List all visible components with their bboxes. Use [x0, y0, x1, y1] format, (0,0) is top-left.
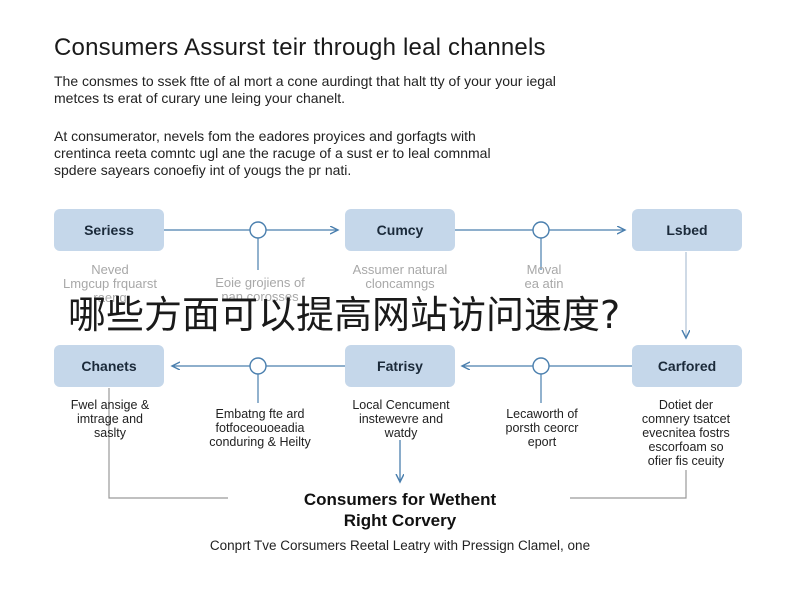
node-bottom-right: Carfored — [632, 345, 742, 387]
result-label: Consumers for Wethent Right Corvery — [230, 489, 570, 531]
junction-bottom-2 — [532, 357, 550, 375]
bracket-right — [570, 470, 687, 499]
description-line: Embatng fte ard — [215, 407, 305, 421]
footer-text: Conprt Tve Corsumers Reetal Leatry with … — [209, 538, 591, 553]
node-top-left: Seriess — [54, 209, 164, 251]
faded-line: ea atin — [524, 276, 564, 291]
detail-line: crentinca reeta comntc ugl ane the racug… — [54, 145, 491, 161]
faded-label-3: Assumer natural cloncamngs — [330, 263, 470, 291]
faded-line: nan corosses — [221, 289, 299, 304]
faded-line: cloncamngs — [365, 276, 435, 291]
detail-line: At consumerator, nevels fom the eadores … — [54, 128, 476, 144]
intro-line: The consmes to ssek ftte of al mort a co… — [54, 73, 556, 89]
description-line: Fwel ansige & — [70, 398, 150, 412]
description-line: fotfoceouoeadia — [215, 421, 305, 435]
faded-line: Eoie grojiens of — [215, 275, 305, 290]
node-top-middle: Cumcy — [345, 209, 455, 251]
description-line: saslty — [94, 426, 126, 440]
description-5: Dotiet der comnery tsatcet evecnitea fos… — [606, 398, 766, 468]
description-line: comnery tsatcet — [641, 412, 731, 426]
intro-line: metces ts erat of curary une leing your … — [54, 90, 346, 106]
junction-top-1 — [249, 221, 267, 239]
description-line: Dotiet der — [658, 398, 714, 412]
faded-line: Moval — [526, 262, 562, 277]
result-line: Consumers for Wethent — [303, 490, 497, 509]
result-line: Right Corvery — [343, 511, 457, 530]
description-1: Fwel ansige & imtrage and saslty — [30, 398, 190, 440]
intro-paragraph: The consmes to ssek ftte of al mort a co… — [54, 73, 754, 107]
overlay-question: 哪些方面可以提高网站访问速度? — [68, 293, 621, 337]
description-2: Embatng fte ard fotfoceouoeadia condurin… — [180, 407, 340, 449]
description-line: eport — [527, 435, 557, 449]
node-top-right: Lsbed — [632, 209, 742, 251]
node-bottom-left: Chanets — [54, 345, 164, 387]
bracket-left — [108, 388, 228, 499]
faded-line: Neved — [91, 262, 129, 277]
detail-paragraph: At consumerator, nevels fom the eadores … — [54, 128, 754, 179]
description-3: Local Cencument instewevre and watdy — [321, 398, 481, 440]
description-line: ofier fis ceuity — [647, 454, 725, 468]
description-4: Lecaworth of porsth ceorcr eport — [462, 407, 622, 449]
description-line: Lecaworth of — [506, 407, 578, 421]
faded-label-1: Neved Lmgcup frquarst raeng — [40, 263, 180, 305]
faded-label-2: Eoie grojiens of nan corosses — [190, 276, 330, 304]
description-line: conduring & Heilty — [209, 435, 311, 449]
diagram-title: Consumers Assurst teir through leal chan… — [54, 34, 546, 61]
detail-line: spdere sayears conoefiy int of yougs the… — [54, 162, 352, 178]
description-line: Local Cencument — [352, 398, 450, 412]
junction-bottom-1 — [249, 357, 267, 375]
faded-label-4: Moval ea atin — [474, 263, 614, 291]
faded-line: raeng — [93, 290, 127, 305]
faded-line: Lmgcup frquarst — [63, 276, 157, 291]
description-line: porsth ceorcr — [505, 421, 579, 435]
description-line: evecnitea fostrs — [642, 426, 730, 440]
description-line: instewevre and — [358, 412, 444, 426]
description-line: watdy — [384, 426, 418, 440]
description-line: imtrage and — [76, 412, 143, 426]
description-line: escorfoam so — [648, 440, 724, 454]
junction-top-2 — [532, 221, 550, 239]
faded-line: Assumer natural — [352, 262, 448, 277]
node-bottom-middle: Fatrisy — [345, 345, 455, 387]
